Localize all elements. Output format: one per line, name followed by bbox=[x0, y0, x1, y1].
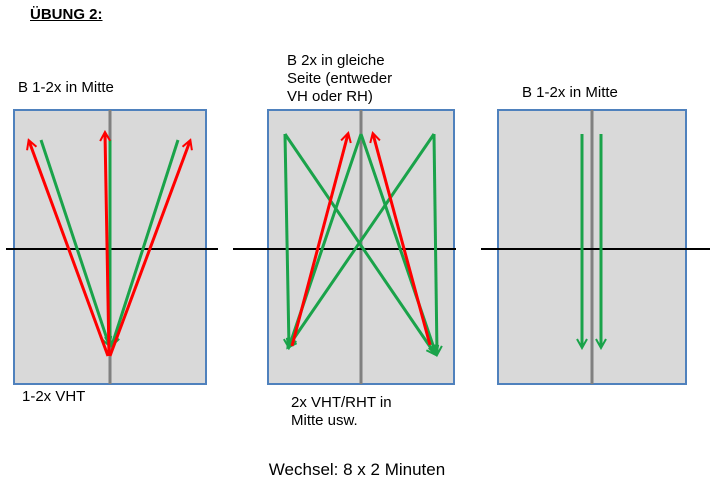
panel-1-bottom-label: 1-2x VHT bbox=[22, 388, 86, 405]
panel-2-top-label: B 2x in gleiche Seite (entweder VH oder … bbox=[287, 52, 393, 105]
panel-2-arrows bbox=[285, 134, 437, 354]
footer-text: Wechsel: 8 x 2 Minuten bbox=[268, 460, 446, 479]
panel-2-bottom-label: 2x VHT/RHT in Mitte usw. bbox=[291, 394, 392, 429]
panel-3-top-label: B 1-2x in Mitte bbox=[522, 84, 618, 101]
panel-1-arrows bbox=[29, 133, 190, 357]
panel-3-field bbox=[481, 109, 710, 385]
page-title: ÜBUNG 2: bbox=[30, 6, 103, 23]
panel-3-arrows bbox=[582, 134, 601, 347]
panel-1-top-label: B 1-2x in Mitte bbox=[18, 79, 114, 96]
